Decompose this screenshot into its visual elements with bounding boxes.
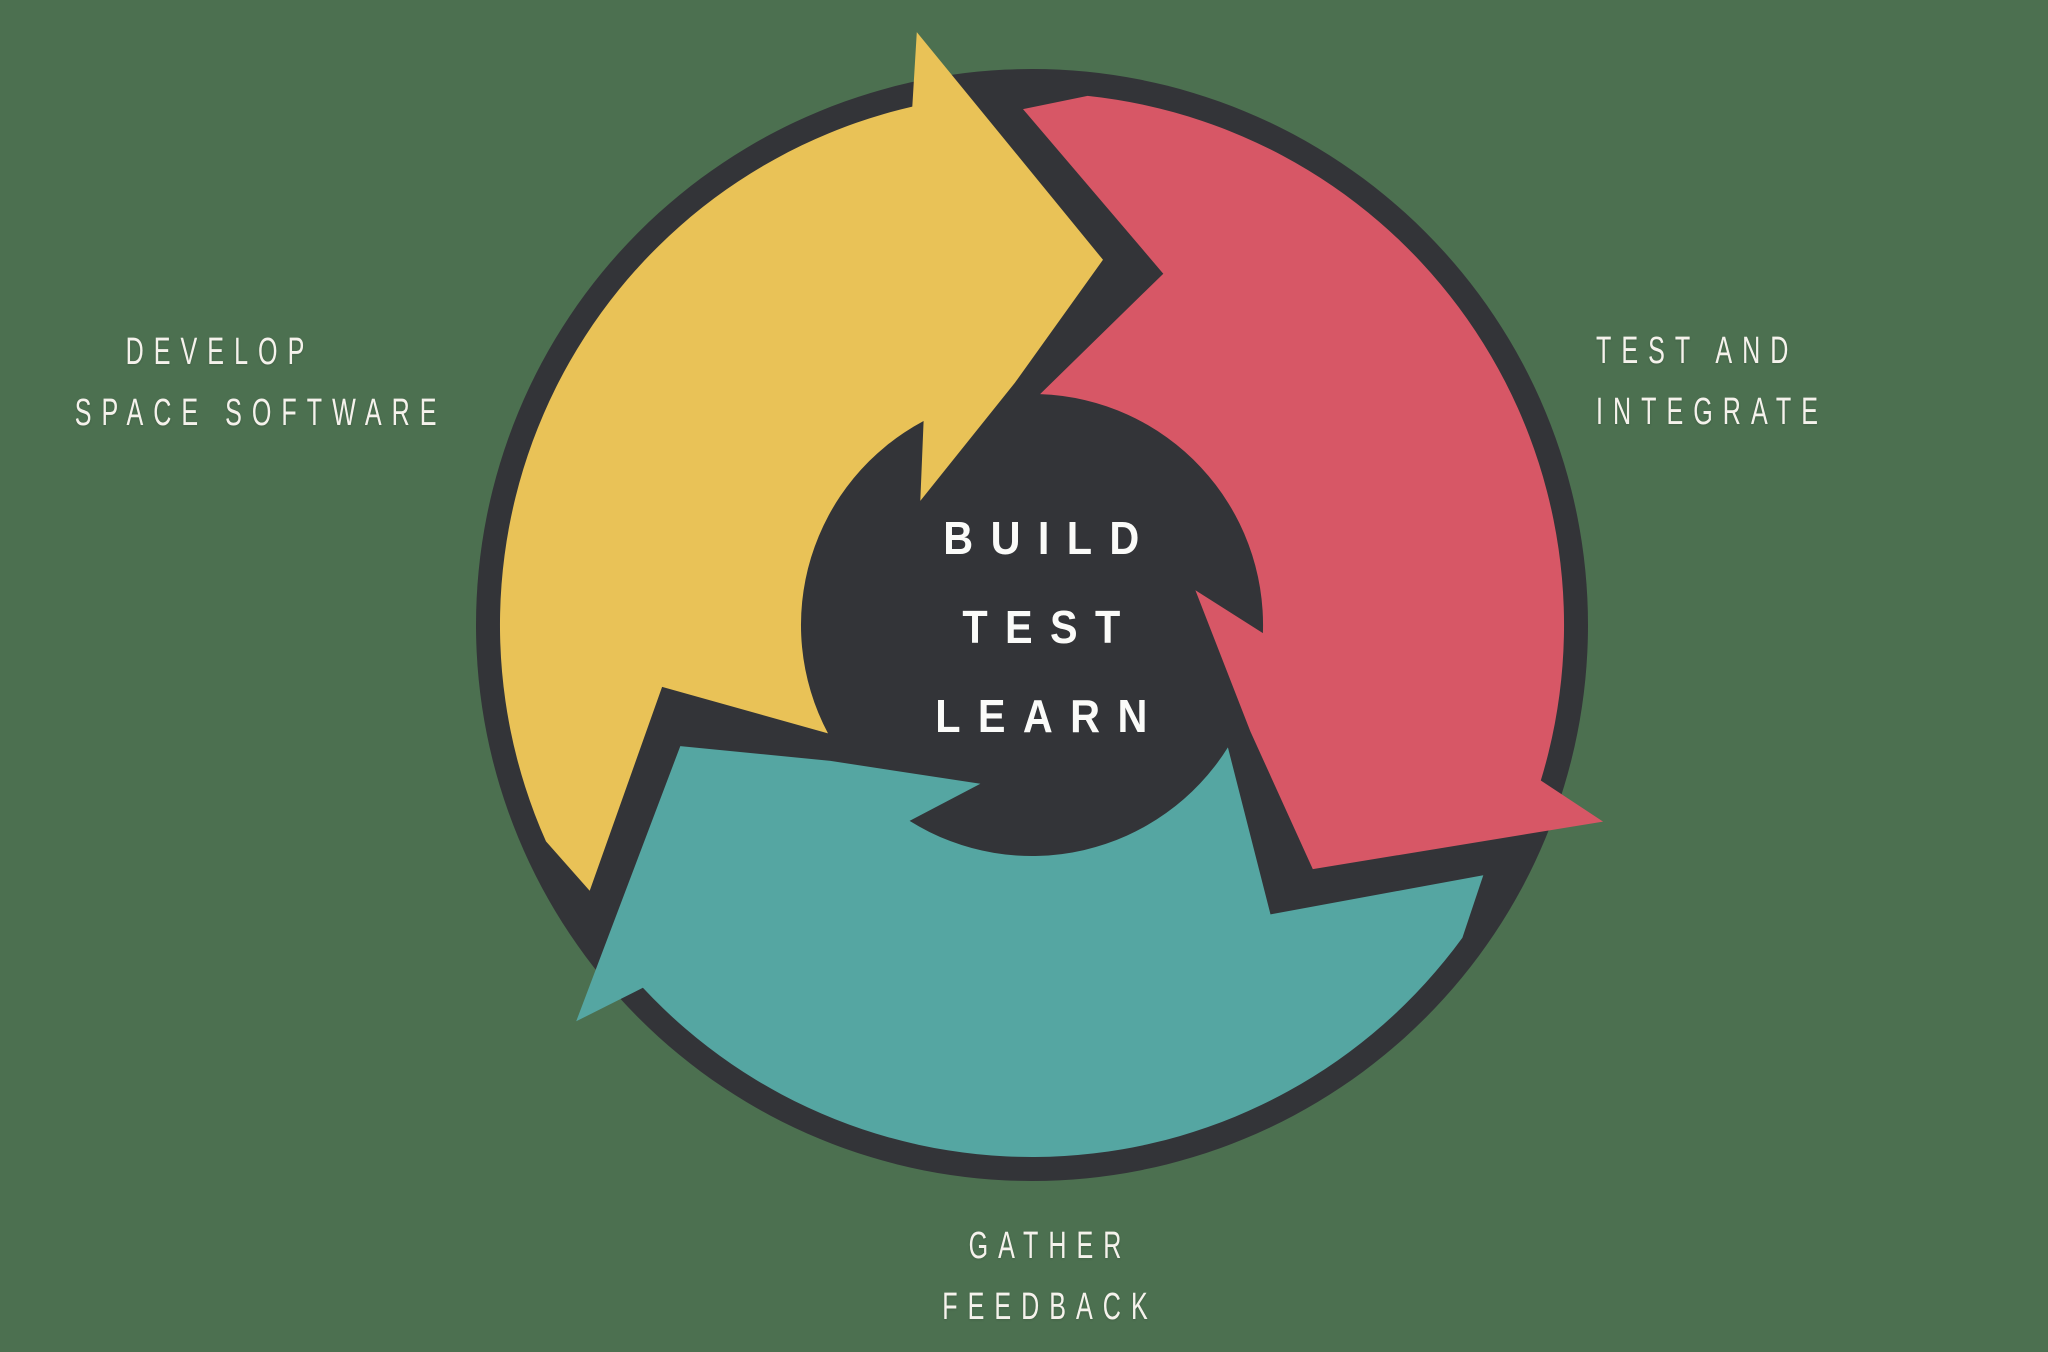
- cycle-center-text: BUILD TEST LEARN: [760, 494, 1340, 761]
- center-text-line: BUILD: [943, 512, 1157, 564]
- label-gather-feedback: GATHER FEEDBACK: [770, 1216, 1330, 1338]
- arrow-gather-feedback: [576, 746, 1484, 1157]
- center-text-line: TEST: [962, 601, 1138, 653]
- label-line: GATHER: [968, 1225, 1132, 1267]
- arrow-develop-space-software: [499, 32, 1103, 891]
- label-test-and-integrate: TEST AND INTEGRATE: [1596, 321, 2048, 443]
- label-line: DEVELOP: [125, 331, 315, 373]
- arrow-test-and-integrate: [1023, 95, 1604, 870]
- label-line: FEEDBACK: [942, 1286, 1158, 1328]
- label-line: SPACE SOFTWARE: [74, 392, 447, 434]
- label-line: TEST AND: [1596, 330, 1799, 372]
- label-develop-space-software: DEVELOP SPACE SOFTWARE: [0, 322, 440, 444]
- center-text-line: LEARN: [935, 690, 1165, 742]
- label-line: INTEGRATE: [1596, 391, 1828, 433]
